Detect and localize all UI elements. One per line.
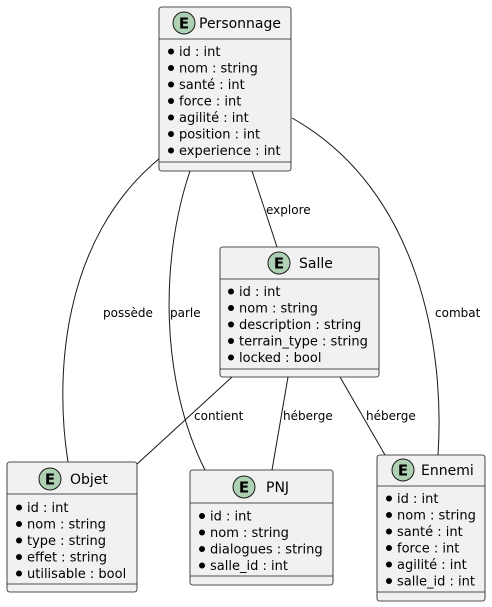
entity-field: santé : int [179, 78, 245, 93]
entity-icon [172, 11, 196, 35]
entity-field: id : int [397, 492, 438, 507]
entity-field: force : int [179, 95, 241, 110]
edge-personnage-objet [62, 157, 161, 463]
entity-personnage[interactable]: E Personnage id : int nom : string santé… [158, 6, 292, 172]
entity-salle[interactable]: E Salle id : int nom : string descriptio… [219, 246, 380, 378]
entity-title: Ennemi [421, 463, 474, 479]
entity-field: id : int [27, 501, 68, 516]
entity-field: utilisable : bool [27, 567, 126, 582]
entity-field: salle_id : int [397, 575, 475, 590]
edge-salle-ennemi [339, 376, 386, 456]
entity-field: type : string [27, 534, 106, 549]
entity-title: Salle [299, 256, 333, 272]
entity-field: santé : int [397, 525, 463, 540]
entity-badge-letter: E [179, 15, 189, 33]
entity-field: experience : int [179, 144, 281, 159]
label-explore: explore [266, 203, 311, 217]
entity-title: Personnage [199, 16, 281, 32]
edge-personnage-salle [251, 170, 278, 248]
entity-field: force : int [397, 542, 459, 557]
entity-badge-letter: E [239, 479, 249, 497]
entity-field: nom : string [210, 526, 289, 541]
entity-objet[interactable]: E Objet id : int nom : string type : str… [6, 461, 138, 593]
label-parle: parle [170, 306, 201, 320]
entity-field: effet : string [27, 551, 107, 566]
entity-pnj[interactable]: E PNJ id : int nom : string dialogues : … [189, 469, 334, 586]
entity-icon [391, 458, 415, 482]
entity-field: id : int [239, 285, 280, 300]
entity-field: id : int [210, 510, 251, 525]
entity-title: PNJ [266, 480, 289, 496]
entity-field: agilité : int [397, 558, 467, 573]
entity-badge-letter: E [398, 462, 408, 480]
relations: explore possède parle combat contient hé… [62, 117, 481, 471]
entity-field: salle_id : int [210, 559, 288, 574]
edge-personnage-pnj [168, 170, 206, 471]
entity-icon [232, 475, 256, 499]
entity-field: nom : string [397, 509, 476, 524]
entity-field: locked : bool [239, 351, 321, 366]
label-heberge-ennemi: héberge [366, 409, 416, 423]
label-possede: possède [103, 306, 153, 320]
entity-icon [267, 251, 291, 275]
label-combat: combat [435, 306, 481, 320]
entity-field: nom : string [179, 62, 258, 77]
entity-title: Objet [70, 472, 108, 488]
edge-personnage-ennemi [291, 117, 440, 456]
entity-field: agilité : int [179, 111, 249, 126]
label-heberge-pnj: héberge [283, 409, 333, 423]
entity-field: dialogues : string [210, 543, 323, 558]
entity-field: nom : string [239, 302, 318, 317]
entity-field: terrain_type : string [239, 335, 368, 350]
entity-field: position : int [179, 128, 260, 143]
entity-field: nom : string [27, 518, 106, 533]
entity-field: description : string [239, 318, 361, 333]
entity-field: id : int [179, 45, 220, 60]
edge-salle-pnj [271, 376, 289, 471]
edge-salle-objet [135, 376, 233, 466]
entity-icon [38, 467, 62, 491]
entity-badge-letter: E [274, 255, 284, 273]
label-contient: contient [194, 409, 244, 423]
entity-badge-letter: E [45, 471, 55, 489]
entity-ennemi[interactable]: E Ennemi id : int nom : string santé : i… [376, 454, 486, 602]
